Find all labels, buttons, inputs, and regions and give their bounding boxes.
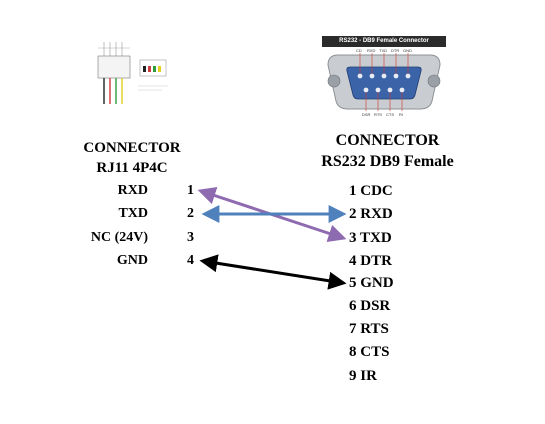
db9-top-label: RXD <box>367 48 376 53</box>
db9-pin-label: GND <box>360 275 394 291</box>
db9-pin-row: 7 RTS <box>349 319 389 339</box>
db9-pin-label: RTS <box>360 321 389 337</box>
db9-top-label: TXD <box>379 48 387 53</box>
db9-pin-label: CDC <box>360 183 393 199</box>
db9-header-line2: RS232 DB9 Female <box>321 153 454 170</box>
db9-pin-number: 9 <box>349 368 357 384</box>
db9-connector-header: CONNECTOR RS232 DB9 Female <box>300 130 475 172</box>
gnd-to-gnd-arrow <box>199 254 347 290</box>
rj11-pin-label: RXD <box>117 183 148 198</box>
rj11-header-line2: RJ11 4P4C <box>96 160 168 176</box>
db9-pin-number: 4 <box>349 253 357 269</box>
db9-pin-label: CTS <box>360 344 390 360</box>
db9-pin-number: 1 <box>349 183 357 199</box>
rj11-pin-number: 4 <box>187 253 194 268</box>
db9-top-label: DTR <box>391 48 400 53</box>
db9-bottom-label: DSR <box>362 112 371 117</box>
db9-pin-number: 5 <box>349 275 357 291</box>
db9-pin-row: 4 DTR <box>349 251 392 271</box>
db9-pin-number: 2 <box>349 206 357 222</box>
db9-bottom-label: RI <box>399 112 403 117</box>
db9-connector-illustration: RS232 - DB9 Female Connector CD RXD TXD … <box>322 36 446 118</box>
rj11-pin-label: NC (24V) <box>90 230 148 245</box>
rj11-pin-number: 3 <box>187 230 194 245</box>
db9-pin-row: 6 DSR <box>349 296 390 316</box>
db9-bottom-label: CTS <box>386 112 394 117</box>
db9-pin-row: 3 TXD <box>349 228 392 248</box>
db9-pin-label: TXD <box>359 230 392 246</box>
db9-image-title: RS232 - DB9 Female Connector <box>322 36 446 47</box>
rj11-connector-header: CONNECTOR RJ11 4P4C <box>62 138 202 178</box>
db9-header-line1: CONNECTOR <box>335 132 440 149</box>
db9-pin-number: 7 <box>349 321 357 337</box>
db9-bottom-label: RTS <box>374 112 382 117</box>
db9-pin-row: 8 CTS <box>349 342 389 362</box>
rj11-pin-number: 1 <box>187 183 194 198</box>
rj11-pin-label: TXD <box>118 206 148 221</box>
db9-pin-row: 1 CDC <box>349 181 393 201</box>
rj11-pin-number: 2 <box>187 206 194 221</box>
db9-pin-label: RXD <box>360 206 393 222</box>
db9-pin-label: IR <box>360 368 377 384</box>
db9-pin-row: 9 IR <box>349 366 377 386</box>
rj11-connector-illustration <box>97 42 168 104</box>
db9-top-label: GND <box>403 48 412 53</box>
rj11-header-line1: CONNECTOR <box>83 140 181 156</box>
db9-pin-row: 2 RXD <box>349 204 393 224</box>
db9-pin-row: 5 GND <box>349 273 394 293</box>
db9-pin-number: 6 <box>349 298 357 314</box>
rj11-pin-label: GND <box>116 253 148 268</box>
db9-pin-number: 8 <box>349 344 357 360</box>
db9-pin-label: DSR <box>360 298 391 314</box>
db9-pin-number: 3 <box>349 230 357 246</box>
db9-top-label: CD <box>356 48 362 53</box>
db9-pin-label: DTR <box>360 253 392 269</box>
